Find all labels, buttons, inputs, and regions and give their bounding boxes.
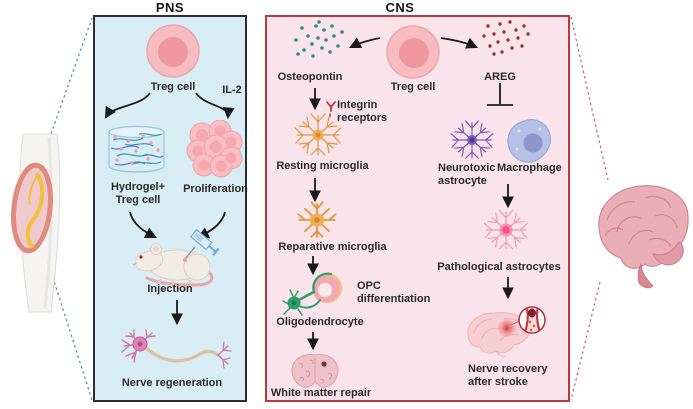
hydrogel-label-line1: Hydrogel+ [110,181,166,193]
proliferation-label: Proliferation [183,183,248,195]
limb-shading [43,137,53,309]
nerve-recovery-label: Nerve recovery after stroke [468,363,563,388]
neuron-axon [144,346,220,363]
pns-panel: Treg cell IL-2 [93,15,248,402]
neurotoxic-label-line1: Neurotoxic [438,162,496,174]
brain-stem [637,263,654,289]
cns-zoom-dash-bottom [570,281,601,401]
arrow-treg-to-proliferation [195,92,235,120]
mouse-eye [139,255,143,259]
syringe-icon [182,228,220,263]
nerve-regeneration-label: Nerve regeneration [121,377,223,389]
injection-label: Injection [147,283,193,295]
oligodendrocyte-label: Oligodendrocyte [276,316,364,328]
cns-treg-cell-icon [386,25,440,79]
white-matter-brain-icon [291,354,339,388]
integrin-label-line2: receptors [337,111,388,124]
pns-title: PNS [155,0,185,15]
macrophage-nucleus [523,133,543,153]
reparative-microglia-icon [297,201,337,238]
limb-with-nerve-graphic [11,133,61,313]
resting-microglia-icon [294,113,342,156]
brain-graphic [598,185,689,289]
integrin-receptor-icon [326,101,336,117]
pathological-astrocytes-label: Pathological astrocytes [437,261,561,273]
neurotoxic-astrocyte-label: Neurotoxic astrocyte [438,162,500,187]
cns-title: CNS [385,0,415,15]
mouse-tail [145,267,214,287]
reparative-microglia-label: Reparative microglia [278,241,387,253]
opc-label-line1: OPC [357,280,381,292]
inhibition-areg-to-astrocyte [487,83,513,106]
osteopontin-label: Osteopontin [277,71,343,83]
white-matter-repair-label: White matter repair [270,387,372,399]
opc-label-line2: differentiation [357,292,431,305]
stroke-brain-icon [467,306,546,358]
resting-microglia-label: Resting microglia [276,160,369,172]
cns-panel: Treg cell Osteopontin AREG [265,15,570,402]
pathological-astrocyte-icon [483,209,529,250]
cns-zoom-dash-top [570,16,609,181]
nerve-regeneration-icon [121,329,232,369]
pns-treg-label: Treg cell [150,81,196,93]
nerve-recovery-line2: after stroke [468,375,528,388]
opc-differentiation-label: OPC differentiation [357,280,437,305]
mouse-injection-icon [132,228,220,287]
nerve-window-icon [11,162,53,254]
mouse-legs [158,278,192,286]
hydrogel-fibers [110,132,164,166]
hydrogel-treg-dots [113,133,160,165]
il2-label: IL-2 [222,84,242,96]
neuron-terminal [217,341,232,369]
stroke-lesion-spot [497,318,517,338]
integrin-label-line1: Integrin [337,99,378,111]
brain-cerebellum [652,241,684,266]
hydrogel-label: Hydrogel+ Treg cell [98,181,178,206]
proliferation-icon [186,120,243,178]
cns-treg-label: Treg cell [390,81,436,93]
neurotoxic-astrocyte-icon [450,120,494,159]
hydrogel-icon [108,125,165,173]
areg-label: AREG [484,71,516,83]
macrophage-label: Macrophage [497,162,562,174]
osteopontin-dots-icon [294,20,344,58]
white-matter-lesion [321,361,327,367]
brain-gyri [604,195,678,247]
areg-dots-icon [482,20,530,56]
neurotoxic-label-line2: astrocyte [438,174,487,187]
hydrogel-label-line2: Treg cell [115,193,161,206]
arrow-treg-to-osteopontin [349,37,381,48]
opc-differentiation-icon [282,272,342,316]
integrin-label: Integrin receptors [337,99,399,124]
nerve-recovery-line1: Nerve recovery [468,363,548,375]
vessel-detail [523,307,542,333]
arrow-treg-to-hydrogel [104,92,151,119]
pns-treg-cell-icon [146,24,200,78]
oligodendrocyte-cell [282,272,333,316]
arrow-treg-to-areg [440,37,479,49]
macrophage-icon [507,119,552,163]
